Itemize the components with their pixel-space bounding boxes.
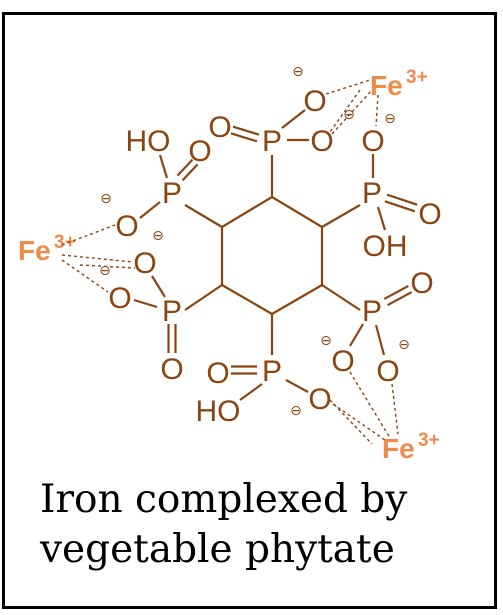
oxygen-bottom-right: O bbox=[308, 383, 331, 416]
phosphorus-top: P bbox=[262, 125, 282, 158]
double-bond-top bbox=[230, 132, 258, 143]
oxygen-right-bottom-left: O bbox=[331, 345, 354, 378]
hydroxyl-left-top: HO bbox=[126, 125, 171, 158]
figure-frame bbox=[2, 12, 497, 609]
oxygen-right-top-double: O bbox=[418, 198, 441, 231]
double-bond-left-top bbox=[176, 158, 194, 177]
bond-right-top-oh bbox=[376, 206, 387, 231]
phosphorus-bottom: P bbox=[262, 355, 282, 388]
oxygen-top-upper: O bbox=[303, 85, 326, 118]
coord-bond-4 bbox=[329, 89, 361, 133]
phosphorus-right-bottom: P bbox=[362, 295, 382, 328]
oxygen-left-top-lower: O bbox=[115, 210, 138, 243]
ring-bond-p-right-top bbox=[321, 204, 361, 228]
minus-right-bottom-right: ⊖ bbox=[398, 337, 410, 353]
oxygen-bottom-double: O bbox=[206, 357, 229, 390]
bond-left-top-oh bbox=[158, 154, 169, 179]
caption-line-1: Iron complexed by bbox=[40, 477, 408, 522]
hydroxyl-right-top: OH bbox=[363, 230, 408, 263]
ring-bond bbox=[221, 196, 273, 228]
ring-bond-p-right-bottom bbox=[321, 284, 361, 311]
minus-top-upper: ⊖ bbox=[292, 64, 304, 80]
bond-bottom-right bbox=[285, 379, 309, 393]
iron-top-right: Fe bbox=[370, 70, 403, 101]
coord-bond-6 bbox=[61, 254, 134, 263]
bond-bottom-oh bbox=[239, 383, 263, 401]
bond-right-bottom-right bbox=[374, 324, 386, 356]
double-bond-right-top bbox=[384, 200, 416, 213]
coord-bond-10 bbox=[349, 371, 391, 439]
double-bond-right-bottom bbox=[387, 291, 413, 307]
ring-bond-p-left-bottom bbox=[184, 284, 223, 311]
ring-bond bbox=[271, 284, 323, 315]
iron-left: Fe bbox=[18, 235, 51, 266]
coord-bond-3 bbox=[375, 94, 379, 127]
minus-right-top: ⊖ bbox=[384, 111, 396, 127]
double-bond-right-bottom bbox=[383, 284, 409, 300]
minus-left-lower: ⊖ bbox=[152, 228, 164, 244]
oxygen-right-top-upper: O bbox=[361, 125, 384, 158]
iron-bottom-right: Fe bbox=[382, 433, 415, 464]
hydroxyl-bottom: HO bbox=[196, 395, 241, 428]
bond-top-upper bbox=[281, 109, 306, 129]
iron-top-right-charge: 3+ bbox=[406, 67, 428, 88]
phosphorus-right-top: P bbox=[362, 177, 382, 210]
phosphorus-left-bottom: P bbox=[162, 295, 182, 328]
oxygen-left-bottom-double: O bbox=[160, 353, 183, 386]
oxygen-top-right: O bbox=[310, 125, 333, 158]
coord-bond-12 bbox=[329, 399, 373, 445]
bond-left-bottom-upper bbox=[151, 275, 166, 298]
bond-right-bottom-left bbox=[349, 323, 364, 347]
phosphorus-left-top: P bbox=[162, 177, 182, 210]
minus-bottom: ⊖ bbox=[290, 403, 302, 419]
oxygen-left-bottom-upper: O bbox=[133, 247, 156, 280]
double-bond-right-top bbox=[386, 193, 418, 206]
coord-bond-11 bbox=[391, 383, 399, 435]
minus-right-bottom-left: ⊖ bbox=[320, 333, 332, 349]
ring-bond bbox=[221, 284, 273, 315]
bond-left-top-lower bbox=[139, 201, 161, 219]
oxygen-top-double: O bbox=[208, 111, 231, 144]
minus-left-top: ⊖ bbox=[100, 191, 112, 207]
double-bond-left-top bbox=[181, 163, 199, 182]
phytate-structure: POOO⊖⊖PO⊖OOHPHOOO⊖⊖POO⊖OPOOO⊖⊖POHOO⊖Fe3+… bbox=[18, 64, 442, 464]
coord-bond-2 bbox=[331, 89, 373, 135]
oxygen-left-top-double: O bbox=[188, 135, 211, 168]
double-bond-top bbox=[232, 125, 260, 136]
ring-bond-p-left-top bbox=[184, 204, 223, 228]
iron-left-charge: 3+ bbox=[54, 232, 76, 253]
oxygen-right-bottom-double: O bbox=[410, 267, 433, 300]
minus-left-bottom: ⊖ bbox=[99, 263, 111, 279]
oxygen-left-bottom-left: O bbox=[108, 282, 131, 315]
coord-bond-9 bbox=[332, 403, 386, 441]
iron-bottom-right-charge: 3+ bbox=[418, 430, 440, 451]
bond-left-bottom-left bbox=[133, 298, 158, 309]
oxygen-right-bottom-right: O bbox=[376, 355, 399, 388]
caption-line-2: vegetable phytate bbox=[40, 527, 395, 572]
coord-bond-1 bbox=[325, 79, 371, 95]
ring-bond bbox=[271, 196, 323, 228]
